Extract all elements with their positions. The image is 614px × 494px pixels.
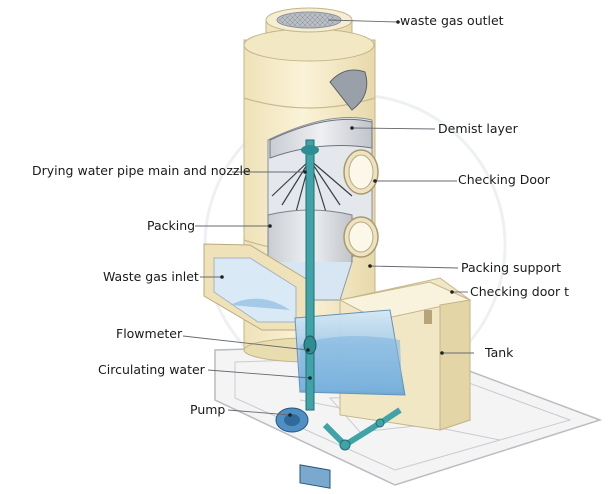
- inlet-duct: [203, 243, 309, 331]
- label-waste-gas-inlet: Waste gas inlet: [103, 269, 199, 284]
- label-tank: Tank: [485, 345, 514, 360]
- label-flowmeter: Flowmeter: [116, 326, 183, 341]
- label-packing: Packing: [147, 218, 196, 233]
- leader-dots: [220, 20, 454, 417]
- pump-assembly: [275, 407, 402, 489]
- label-demist-layer: Demist layer: [438, 121, 518, 136]
- demist-coil: [329, 69, 368, 111]
- label-checking-door-t: Checking door t: [470, 284, 569, 299]
- label-checking-door: Checking Door: [458, 172, 550, 187]
- leader-lines: [182, 19, 474, 416]
- tank: [294, 277, 472, 431]
- label-circulating-water: Circulating water: [98, 362, 205, 377]
- label-waste-gas-outlet: waste gas outlet: [400, 13, 504, 28]
- checking-doors: [343, 149, 379, 258]
- label-packing-support: Packing support: [461, 260, 562, 275]
- label-pump: Pump: [190, 402, 226, 417]
- label-drying-water-pipe: Drying water pipe main and nozzle: [32, 163, 251, 178]
